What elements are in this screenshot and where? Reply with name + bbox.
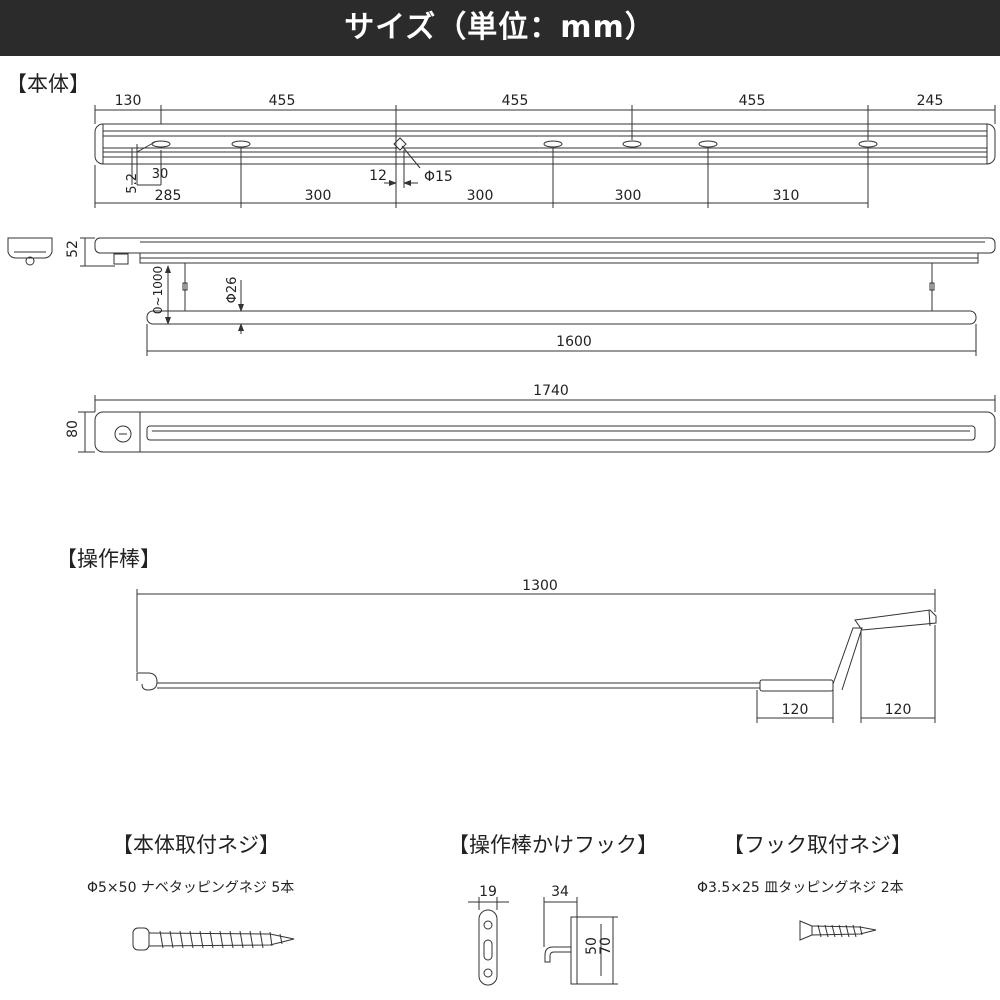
dim-top-1: 130 xyxy=(115,93,142,109)
hook-side-view xyxy=(544,916,578,985)
dim-top-3: 455 xyxy=(502,93,529,109)
dim-phi15: Φ15 xyxy=(424,169,453,185)
dim-hole-2: 300 xyxy=(305,188,332,204)
drying-bar-side-view xyxy=(146,263,977,325)
screw-hook-caption: Φ3.5×25 皿タッピングネジ 2本 xyxy=(697,880,904,896)
dim-hole-4: 300 xyxy=(615,188,642,204)
section-label-rod: 【操作棒】 xyxy=(56,547,161,571)
page-title: サイズ（単位：mm） xyxy=(344,10,656,45)
body-bottom-view xyxy=(94,411,996,453)
body-side-view xyxy=(94,237,996,265)
small-dimension-lines xyxy=(131,141,421,188)
dim-phi26: Φ26 xyxy=(225,277,240,304)
section-label-hook: 【操作棒かけフック】 xyxy=(448,833,658,857)
dim-52: 52 xyxy=(65,240,81,258)
mounting-hole xyxy=(858,140,878,148)
screw-body-caption: Φ5×50 ナベタッピングネジ 5本 xyxy=(87,880,295,896)
hook-dimension-lines xyxy=(468,897,618,985)
cross-section-profile xyxy=(7,237,53,266)
dim-120-b: 120 xyxy=(885,702,912,718)
mounting-hole xyxy=(622,140,642,148)
hook-screw xyxy=(799,920,877,941)
dim-30: 30 xyxy=(152,167,169,182)
mounting-hole xyxy=(543,140,563,148)
dim-50: 50 xyxy=(584,937,600,955)
dim-5-2: 5.2 xyxy=(125,173,140,194)
dim-19: 19 xyxy=(479,884,497,900)
hook-front-view xyxy=(478,909,498,986)
dim-70: 70 xyxy=(598,937,614,955)
dim-1740: 1740 xyxy=(533,383,569,399)
dim-0-1000: 0~1000 xyxy=(151,266,165,314)
section-label-screw-body: 【本体取付ネジ】 xyxy=(112,833,280,857)
rod-dimension-lines xyxy=(136,589,936,723)
dim-12: 12 xyxy=(369,168,387,184)
dim-top-4: 455 xyxy=(739,93,766,109)
dim-34: 34 xyxy=(551,884,569,900)
dim-120-a: 120 xyxy=(782,702,809,718)
side-dimension-lines xyxy=(80,237,977,356)
header-bar: サイズ（単位：mm） xyxy=(0,0,1000,56)
mounting-hole xyxy=(231,140,251,148)
dim-1600: 1600 xyxy=(556,334,592,350)
body-top-view xyxy=(94,123,996,165)
dim-top-5: 245 xyxy=(917,93,944,109)
body-screw xyxy=(132,927,295,951)
section-label-body: 【本体】 xyxy=(6,72,90,96)
dim-hole-5: 310 xyxy=(773,188,800,204)
dim-80: 80 xyxy=(65,420,81,438)
mounting-hole xyxy=(698,140,718,148)
dim-top-2: 455 xyxy=(269,93,296,109)
dim-hole-3: 300 xyxy=(467,188,494,204)
bottom-dimension-lines xyxy=(78,395,996,453)
operating-rod xyxy=(136,609,937,692)
dim-1300: 1300 xyxy=(522,578,558,594)
section-label-screw-hook: 【フック取付ネジ】 xyxy=(723,833,912,857)
dim-hole-1: 285 xyxy=(155,188,182,204)
hole-dimension-lines xyxy=(94,148,869,208)
